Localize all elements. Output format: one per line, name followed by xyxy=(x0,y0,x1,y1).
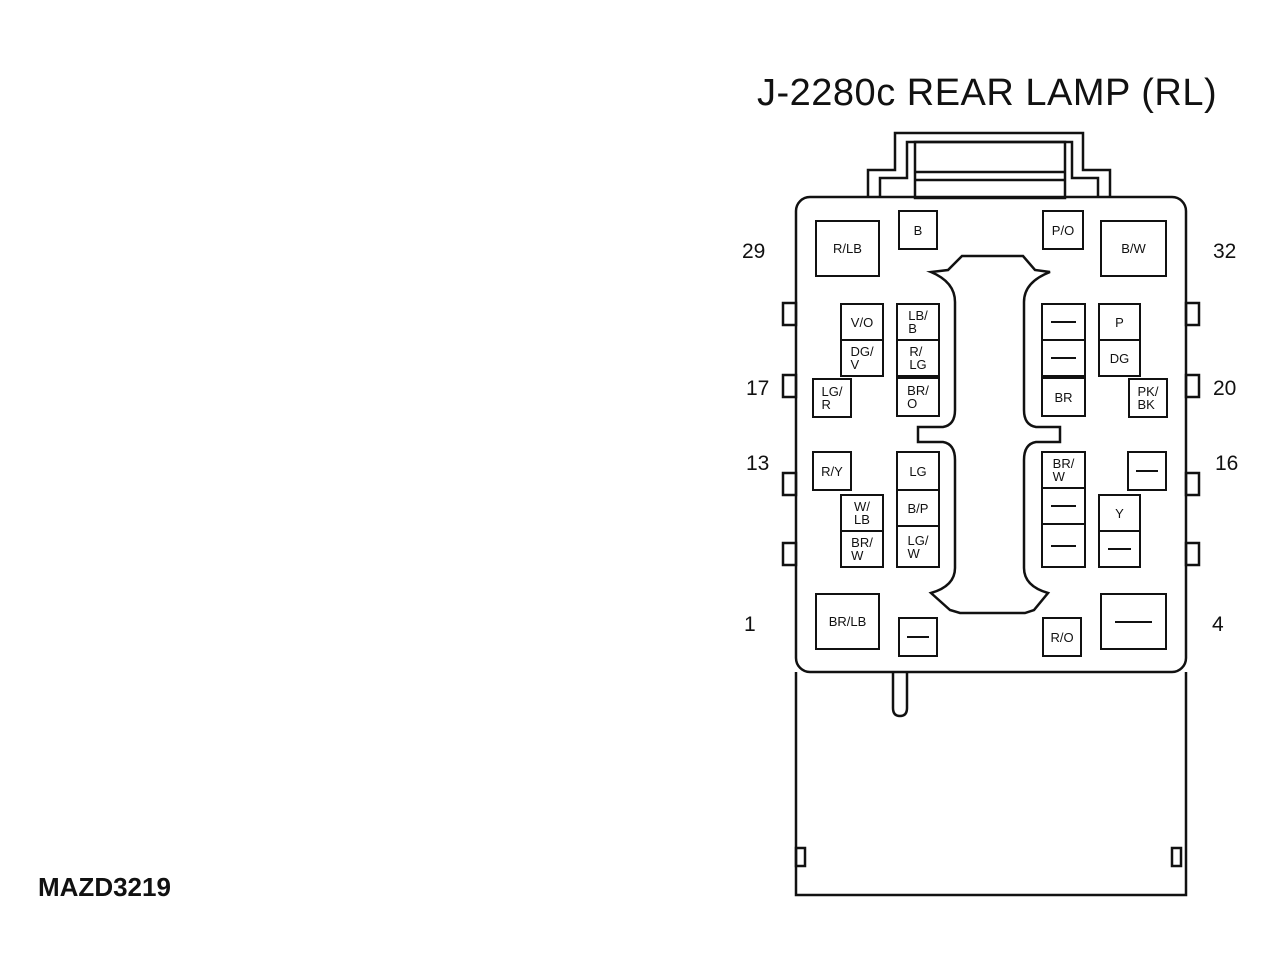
cavity-w-lb: W/ LB xyxy=(840,494,884,532)
wire-label: V/O xyxy=(850,314,874,330)
pin-number-1: 1 xyxy=(744,613,756,636)
wire-label: R/LB xyxy=(833,241,862,256)
cavity-empty xyxy=(1098,530,1141,568)
wire-label: B/P xyxy=(907,500,929,516)
cavity-empty xyxy=(1041,523,1086,568)
cavity-lb-b: LB/ B xyxy=(896,303,940,341)
empty-cavity-mark xyxy=(1107,548,1132,550)
cavity-b-p: B/P xyxy=(896,489,940,527)
diagram-title: J-2280c REAR LAMP (RL) xyxy=(757,72,1218,114)
cavity-dg: DG xyxy=(1098,339,1141,377)
pin-number-13: 13 xyxy=(746,452,770,475)
wire-label: P xyxy=(1115,314,1124,330)
cavity-pk-bk: PK/ BK xyxy=(1128,378,1168,418)
wire-label: Y xyxy=(1115,505,1124,521)
empty-cavity-mark xyxy=(1051,544,1076,547)
pin-number-32: 32 xyxy=(1213,240,1237,263)
cavity-br-w-left: BR/ W xyxy=(840,530,884,568)
cavity-dg-v: DG/ V xyxy=(840,339,884,377)
figure-reference: MAZD3219 xyxy=(38,872,171,902)
empty-cavity-mark xyxy=(1051,505,1076,507)
wire-label: DG/ V xyxy=(850,344,874,372)
pin-number-20: 20 xyxy=(1213,377,1237,400)
cavity-empty xyxy=(1127,451,1167,491)
cavity-lg-w: LG/ W xyxy=(896,525,940,568)
cavity-v-o: V/O xyxy=(840,303,884,341)
wire-label: BR xyxy=(1054,389,1073,405)
wire-label: BR/ W xyxy=(851,535,873,563)
cavity-empty xyxy=(898,617,938,657)
cavity-r-lb: R/LB xyxy=(815,220,880,277)
cavity-p: P xyxy=(1098,303,1141,341)
pin-number-17: 17 xyxy=(746,377,770,400)
empty-cavity-mark xyxy=(1051,357,1076,359)
empty-cavity-mark xyxy=(1136,470,1158,472)
cavity-br-lb: BR/LB xyxy=(815,593,880,650)
pin-number-29: 29 xyxy=(742,240,766,263)
cavity-r-y: R/Y xyxy=(812,451,852,491)
cavity-p-o: P/O xyxy=(1042,210,1084,250)
pin-number-4: 4 xyxy=(1212,613,1224,636)
cavity-lg: LG xyxy=(896,451,940,491)
wire-label: BR/ O xyxy=(907,383,929,411)
wire-label: BR/ W xyxy=(1052,456,1075,484)
cavity-b-w: B/W xyxy=(1100,220,1167,277)
wire-label: R/Y xyxy=(821,463,843,479)
wire-label: LG/ W xyxy=(907,532,929,561)
cavity-y: Y xyxy=(1098,494,1141,532)
cavity-empty xyxy=(1041,339,1086,377)
wire-label: BR/LB xyxy=(828,614,867,629)
wire-label: DG xyxy=(1109,350,1130,366)
wire-label: B xyxy=(913,222,923,238)
empty-cavity-mark xyxy=(907,636,929,638)
wire-label: R/ LG xyxy=(909,344,927,372)
empty-cavity-mark xyxy=(1051,321,1076,323)
wire-label: B/W xyxy=(1121,241,1146,256)
pin-number-16: 16 xyxy=(1215,452,1239,475)
wire-label: W/ LB xyxy=(854,499,870,527)
wire-label: R/O xyxy=(1050,629,1074,645)
wire-label: P/O xyxy=(1051,222,1075,238)
cavity-lg-r: LG/ R xyxy=(812,378,852,418)
cavity-br-o: BR/ O xyxy=(896,377,940,417)
cavity-r-o: R/O xyxy=(1042,617,1082,657)
cavity-empty xyxy=(1041,487,1086,525)
empty-cavity-mark xyxy=(1114,620,1153,623)
cavity-b: B xyxy=(898,210,938,250)
cavity-empty xyxy=(1041,303,1086,341)
cavity-empty xyxy=(1100,593,1167,650)
cavity-br-w-right: BR/ W xyxy=(1041,451,1086,489)
cavity-br: BR xyxy=(1041,377,1086,417)
wire-label: LG/ R xyxy=(821,384,843,412)
cavity-r-lg: R/ LG xyxy=(896,339,940,377)
wire-label: LB/ B xyxy=(908,308,928,336)
wire-label: LG xyxy=(909,463,927,479)
wire-label: PK/ BK xyxy=(1137,384,1159,412)
